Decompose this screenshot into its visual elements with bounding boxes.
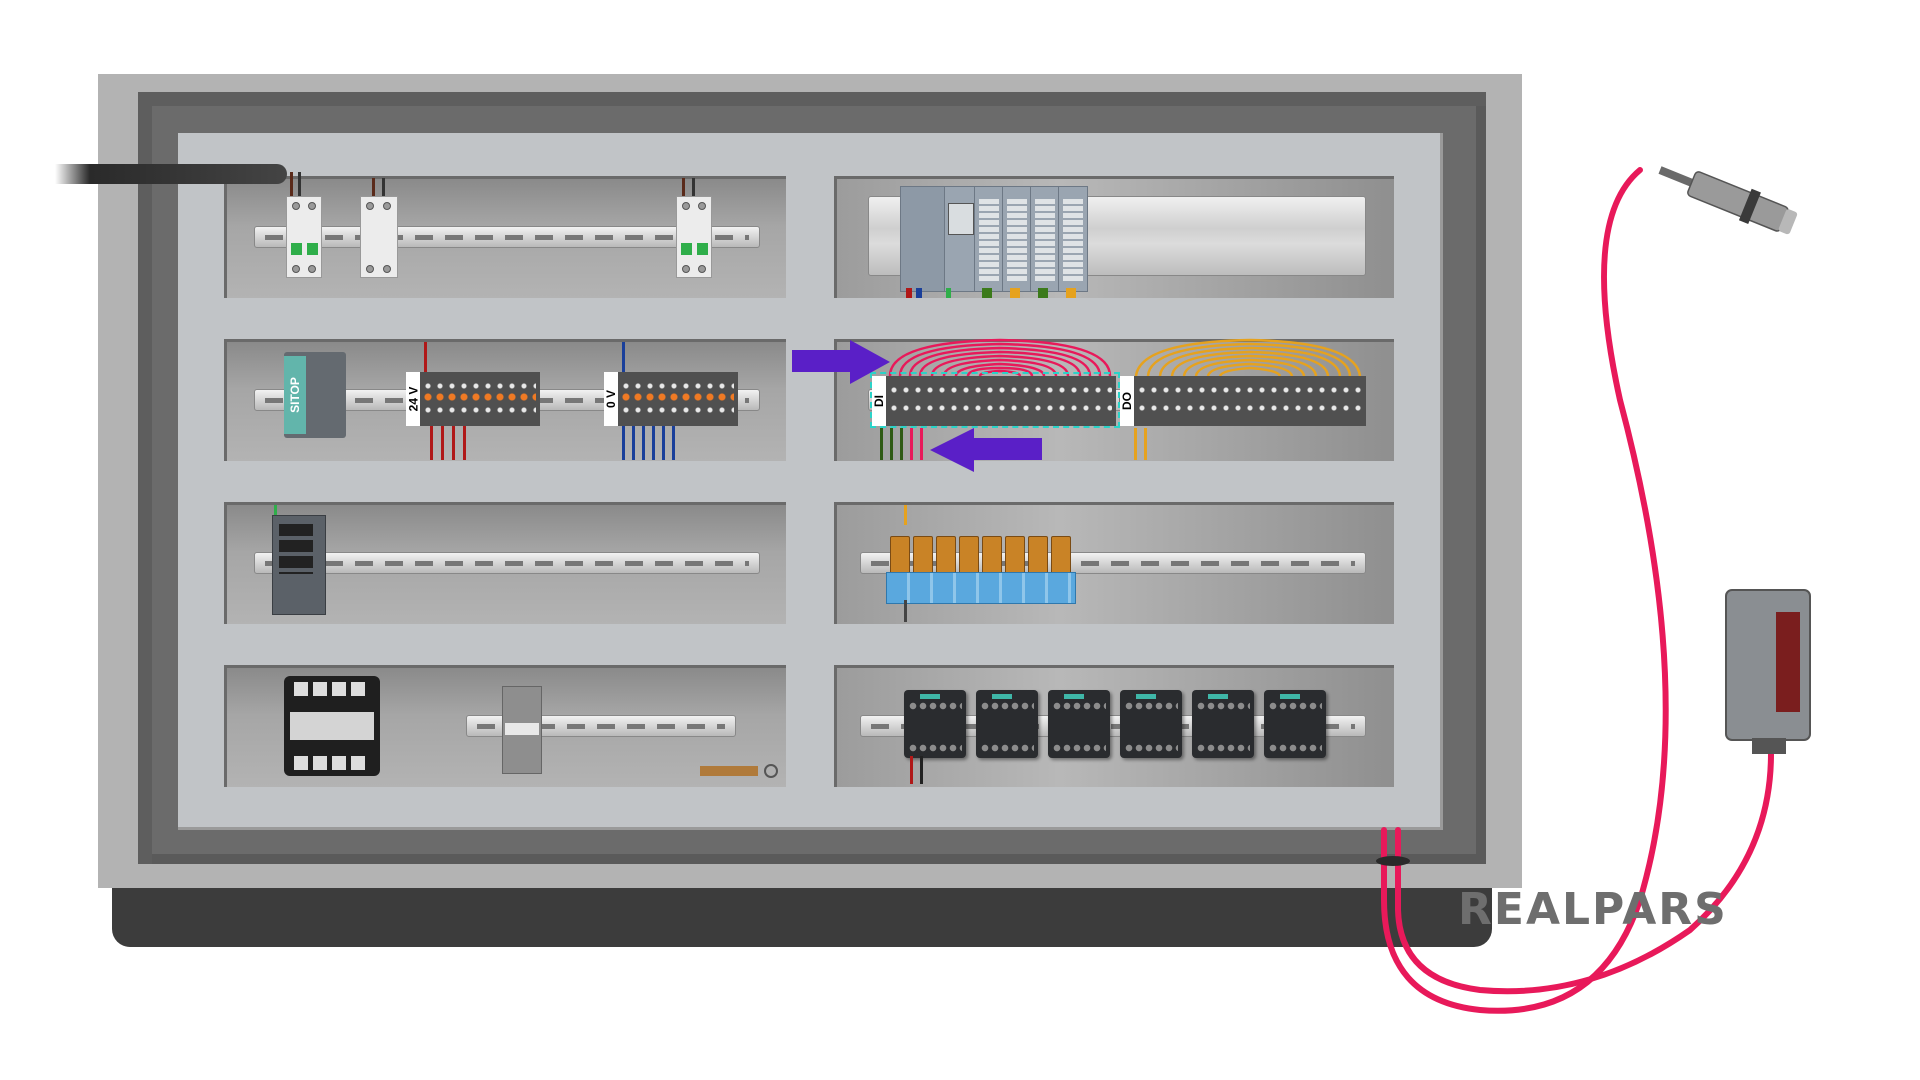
terminal-group-24v [418, 372, 540, 426]
wire [642, 426, 645, 460]
terminal-group-0v [616, 372, 738, 426]
enclosure-base [112, 885, 1492, 947]
wire [920, 428, 923, 460]
plc-io-module-1 [974, 186, 1004, 292]
label-do: DO [1120, 376, 1134, 426]
connector [982, 288, 992, 298]
wire [904, 505, 907, 525]
wire [632, 426, 635, 460]
fuse-holder [360, 196, 398, 278]
arrow-left-from-di [930, 428, 1042, 472]
wire [1144, 428, 1147, 460]
di-highlight-box [870, 372, 1120, 428]
proximity-sensor-cable [1381, 167, 1669, 1014]
plc-cpu [900, 186, 946, 292]
connector [1066, 288, 1076, 298]
proximity-sensor [1658, 166, 1798, 235]
wire [906, 288, 912, 298]
wire [298, 172, 301, 202]
connector [1038, 288, 1048, 298]
incoming-power-cable [55, 164, 287, 184]
relay-bases [886, 572, 1076, 604]
wire [910, 428, 913, 460]
arrow-right-into-di [792, 340, 892, 384]
wire [372, 178, 375, 198]
ethernet-switch [272, 515, 326, 615]
label-di: DI [872, 376, 886, 426]
din-rail-row3-left [254, 552, 760, 574]
wire [682, 178, 685, 198]
wire [910, 756, 913, 784]
contactor-6 [1264, 690, 1326, 758]
wire [274, 505, 277, 519]
wire [946, 288, 951, 298]
label-0v: 0 V [604, 372, 618, 426]
connector [1010, 288, 1020, 298]
wire [290, 172, 293, 202]
contactor-1 [904, 690, 966, 758]
control-transformer [284, 676, 380, 776]
fuse-terminal [502, 686, 542, 774]
circuit-breaker-2 [676, 196, 712, 278]
wire [662, 426, 665, 460]
wire [430, 426, 433, 460]
relay-bank [886, 520, 1076, 614]
wire [672, 426, 675, 460]
plc-io-module-2 [1002, 186, 1032, 292]
plc-io-module-3 [1030, 186, 1060, 292]
wire [1134, 428, 1137, 460]
wire [692, 178, 695, 198]
label-24v: 24 V [406, 372, 420, 426]
realpars-logo: REALPARS [1458, 884, 1728, 935]
contactor-2 [976, 690, 1038, 758]
wire [916, 288, 922, 298]
di-terminal-group [884, 376, 1116, 426]
do-terminal-group [1132, 376, 1366, 426]
contactor-5 [1192, 690, 1254, 758]
wire [880, 428, 883, 460]
contactor-3 [1048, 690, 1110, 758]
wire [424, 342, 427, 374]
wire [463, 426, 466, 460]
plc-io-module-4 [1058, 186, 1088, 292]
sitop-power-supply: SITOP [284, 352, 346, 438]
wire [622, 426, 625, 460]
wire [441, 426, 444, 460]
wire [382, 178, 385, 198]
wire [890, 428, 893, 460]
contactor-4 [1120, 690, 1182, 758]
wire [920, 756, 923, 784]
circuit-breaker-1 [286, 196, 322, 278]
ground-icon [764, 764, 778, 778]
cable-gland [1376, 856, 1410, 866]
photo-sensor-cable [1395, 727, 1774, 995]
ground-bar [700, 766, 758, 776]
wire [652, 426, 655, 460]
wire [622, 342, 625, 374]
wire [904, 600, 907, 622]
wire [900, 428, 903, 460]
do-wires [1134, 338, 1362, 377]
photoelectric-sensor [1725, 589, 1811, 754]
plc-interface-module [944, 186, 976, 292]
wire [452, 426, 455, 460]
